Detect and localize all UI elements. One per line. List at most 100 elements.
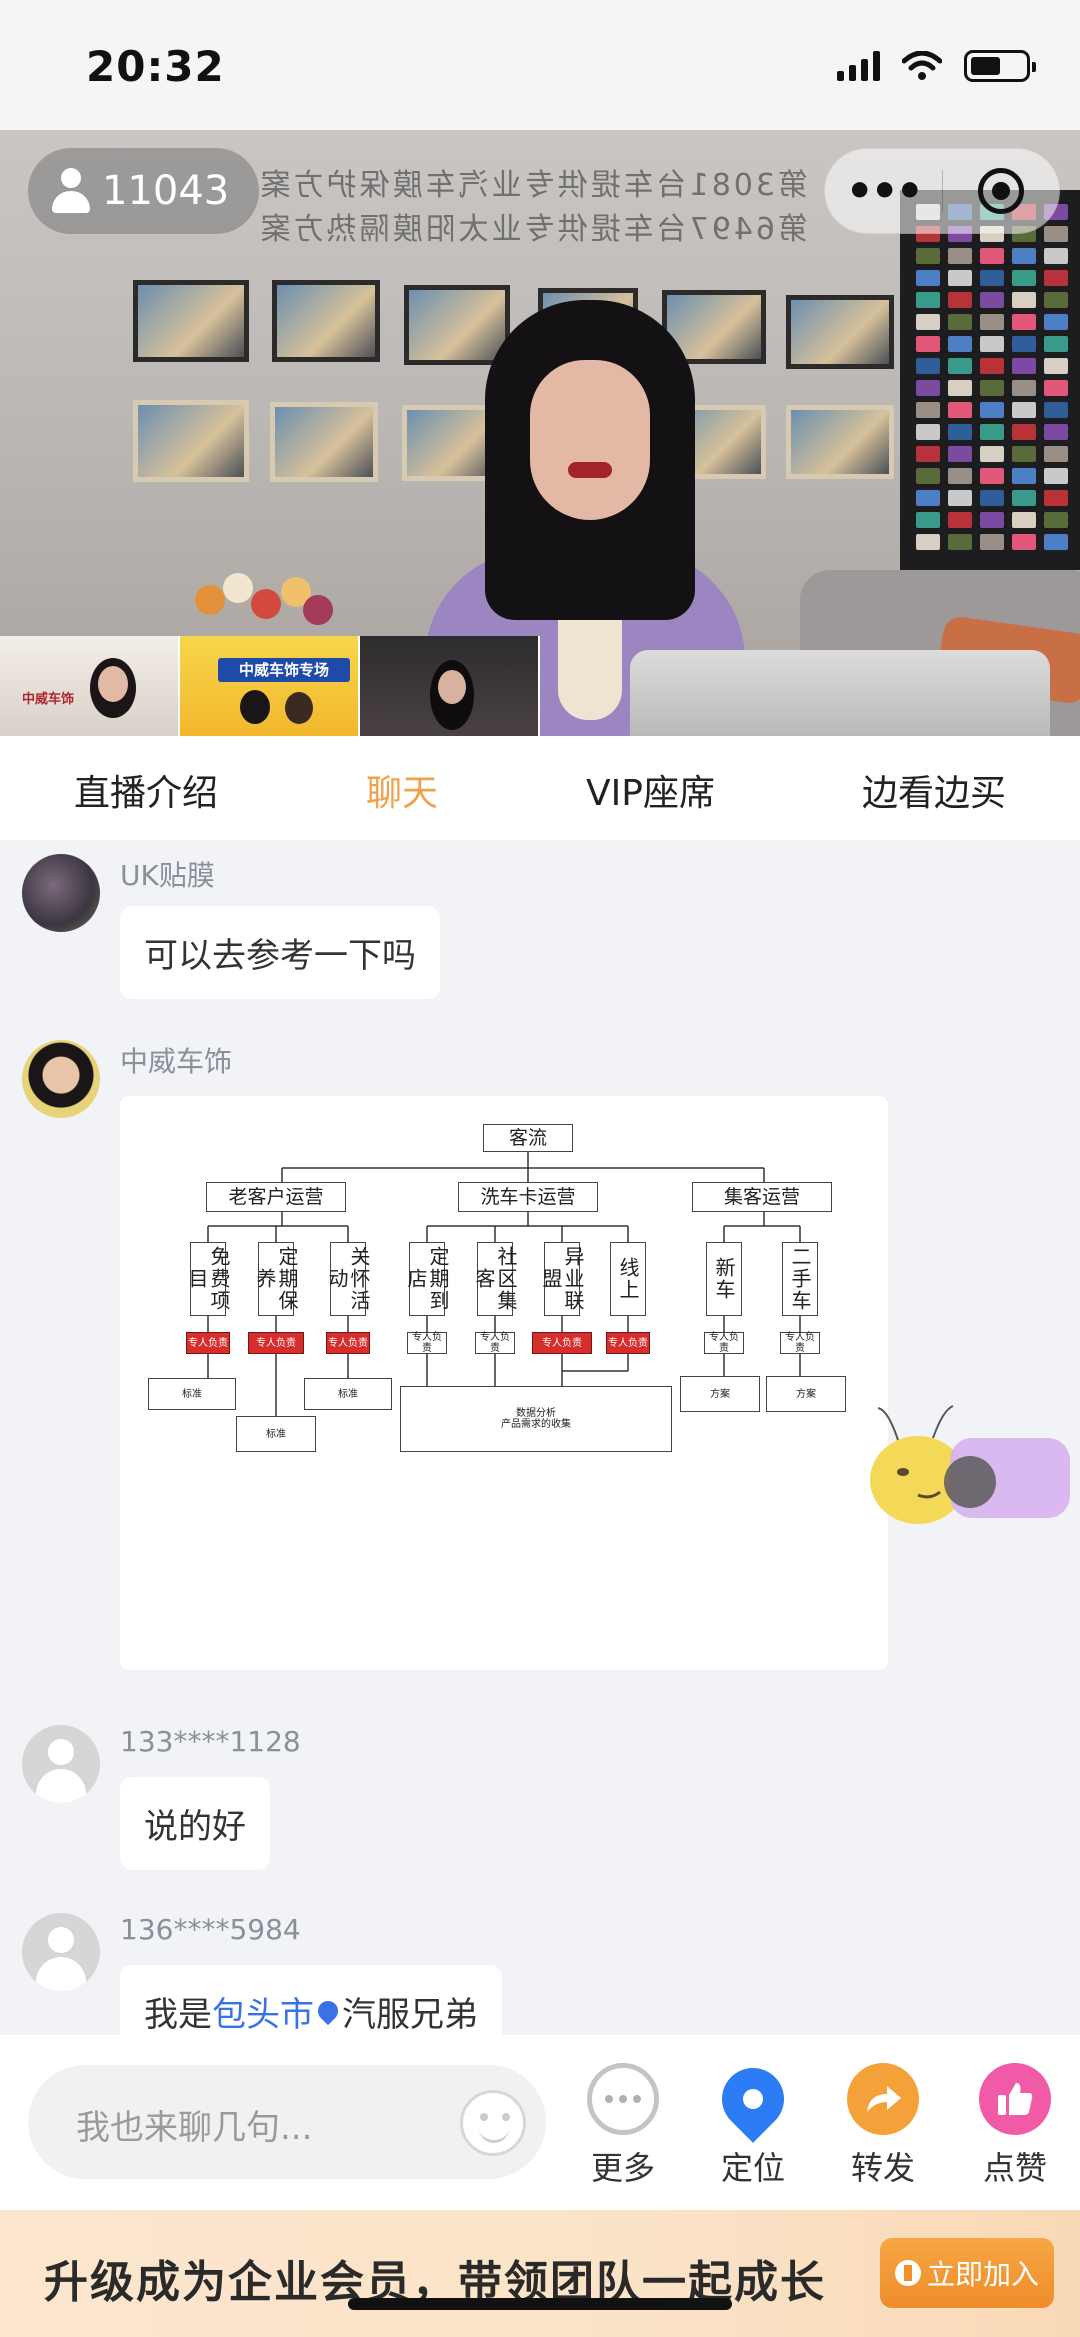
flow-node: 社区集客 bbox=[472, 1242, 518, 1316]
film-swatch bbox=[980, 402, 1004, 418]
film-swatch bbox=[916, 248, 940, 264]
film-swatch bbox=[948, 424, 972, 440]
chat-list[interactable]: UK贴膜 可以去参考一下吗 中威车饰 bbox=[0, 840, 1080, 2035]
film-swatch bbox=[980, 534, 1004, 550]
laptop bbox=[630, 650, 1050, 736]
flow-node: 免费项目 bbox=[185, 1242, 231, 1316]
host-lips bbox=[568, 462, 612, 478]
flow-node: 定期保养 bbox=[253, 1242, 299, 1316]
film-swatch bbox=[1012, 446, 1036, 462]
film-swatch bbox=[980, 270, 1004, 286]
film-swatch bbox=[1044, 402, 1068, 418]
film-swatch bbox=[916, 314, 940, 330]
flow-node: 关怀活动 bbox=[325, 1242, 371, 1316]
avatar[interactable] bbox=[22, 1040, 100, 1118]
film-swatch bbox=[1044, 226, 1068, 242]
co-host-video-3[interactable] bbox=[360, 636, 540, 736]
film-swatch bbox=[916, 358, 940, 374]
standard-box: 标准 bbox=[304, 1378, 392, 1410]
more-button[interactable]: 更多 bbox=[578, 2063, 668, 2189]
share-button[interactable]: 转发 bbox=[838, 2063, 928, 2189]
tab-bar: 直播介绍 聊天 VIP座席 边看边买 bbox=[0, 736, 1080, 840]
co-host-logo: 中威车饰 bbox=[22, 692, 75, 707]
like-button[interactable]: 点赞 bbox=[970, 2063, 1060, 2189]
standard-box: 标准 bbox=[236, 1416, 316, 1452]
film-swatch bbox=[1044, 292, 1068, 308]
target-icon bbox=[977, 168, 1024, 214]
film-swatch bbox=[1012, 468, 1036, 484]
film-swatch bbox=[916, 402, 940, 418]
flow-node: 洗车卡运营 bbox=[458, 1182, 598, 1212]
film-swatch bbox=[948, 490, 972, 506]
live-video[interactable]: 第3081台车提供专业汽车膜保护方案 第6497台车提供专业太阳膜隔热方案 11… bbox=[0, 130, 1080, 736]
flowchart-image[interactable]: 客流 老客户运营 洗车卡运营 集客运营 免费项目 定期保养 关怀活动 定期到店 … bbox=[120, 1096, 888, 1670]
wall-slogan: 第3081台车提供专业汽车膜保护方案 第6497台车提供专业太阳膜隔热方案 bbox=[257, 168, 808, 247]
wall-photo bbox=[133, 280, 249, 362]
share-label: 转发 bbox=[850, 2149, 915, 2187]
owner-tag: 专人负责 bbox=[475, 1332, 515, 1354]
message-bubble: 说的好 bbox=[120, 1777, 270, 1870]
owner-tag: 专人负责 bbox=[186, 1332, 230, 1354]
chat-input[interactable]: 我也来聊几句... bbox=[28, 2065, 546, 2179]
viewer-count-pill: 11043 bbox=[28, 148, 260, 234]
tab-vip-seats[interactable]: VIP座席 bbox=[586, 773, 715, 814]
wifi-icon bbox=[902, 51, 942, 80]
owner-tag: 专人负责 bbox=[407, 1332, 447, 1354]
tab-chat[interactable]: 聊天 bbox=[366, 773, 439, 814]
tab-watch-and-buy[interactable]: 边看边买 bbox=[862, 773, 1007, 814]
location-button[interactable]: 定位 bbox=[708, 2055, 798, 2189]
home-indicator[interactable] bbox=[348, 2298, 732, 2310]
film-swatch bbox=[1044, 270, 1068, 286]
more-label: 更多 bbox=[590, 2149, 655, 2187]
film-swatch bbox=[980, 380, 1004, 396]
film-swatch bbox=[916, 446, 940, 462]
film-swatch bbox=[916, 490, 940, 506]
sender-name: 133****1128 bbox=[120, 1725, 301, 1758]
film-swatch bbox=[916, 512, 940, 528]
co-host-video-2[interactable]: 中威车饰专场 bbox=[180, 636, 360, 736]
film-swatch bbox=[916, 468, 940, 484]
mascot-sticker[interactable] bbox=[858, 1400, 1078, 1550]
film-swatch bbox=[1012, 490, 1036, 506]
location-link[interactable]: 包头市 bbox=[212, 1995, 314, 2035]
tab-live-intro[interactable]: 直播介绍 bbox=[74, 773, 219, 814]
location-label: 定位 bbox=[720, 2149, 785, 2187]
wall-photo bbox=[133, 400, 249, 482]
film-swatch bbox=[948, 446, 972, 462]
mini-program-capsule: ••• bbox=[824, 148, 1060, 234]
sender-name: 136****5984 bbox=[120, 1913, 301, 1946]
avatar[interactable] bbox=[22, 854, 100, 932]
film-swatch bbox=[948, 468, 972, 484]
film-swatch bbox=[980, 424, 1004, 440]
cellular-signal-icon bbox=[837, 51, 880, 81]
sender-name: 中威车饰 bbox=[120, 1045, 233, 1078]
film-swatch bbox=[948, 248, 972, 264]
host-face bbox=[530, 360, 650, 520]
film-swatch bbox=[948, 270, 972, 286]
location-pin-icon bbox=[709, 2055, 797, 2143]
flow-node-root: 客流 bbox=[483, 1124, 573, 1152]
wall-photo bbox=[786, 295, 894, 369]
film-swatch bbox=[916, 292, 940, 308]
owner-tag: 专人负责 bbox=[606, 1332, 650, 1354]
flow-node: 异业联盟 bbox=[539, 1242, 585, 1316]
co-host-video-1[interactable]: 中威车饰 bbox=[0, 636, 180, 736]
status-time: 20:32 bbox=[86, 42, 225, 91]
flow-node: 定期到店 bbox=[404, 1242, 450, 1316]
film-swatch bbox=[1044, 314, 1068, 330]
close-mini-program-button[interactable] bbox=[942, 168, 1059, 214]
avatar[interactable] bbox=[22, 1913, 100, 1991]
avatar[interactable] bbox=[22, 1725, 100, 1803]
film-swatch bbox=[1044, 512, 1068, 528]
more-options-button[interactable]: ••• bbox=[845, 165, 924, 217]
message-bubble: 我是包头市汽服兄弟 bbox=[120, 1965, 502, 2035]
film-swatch bbox=[948, 534, 972, 550]
flow-node: 老客户运营 bbox=[206, 1182, 346, 1212]
film-swatch bbox=[1012, 248, 1036, 264]
flow-node: 集客运营 bbox=[692, 1182, 832, 1212]
emoji-icon[interactable] bbox=[460, 2090, 526, 2156]
membership-promo-banner: 升级成为企业会员，带领团队一起成长 立即加入 bbox=[0, 2210, 1080, 2337]
owner-tag: 专人负责 bbox=[704, 1332, 744, 1354]
film-swatch bbox=[948, 512, 972, 528]
join-now-button[interactable]: 立即加入 bbox=[880, 2238, 1054, 2308]
